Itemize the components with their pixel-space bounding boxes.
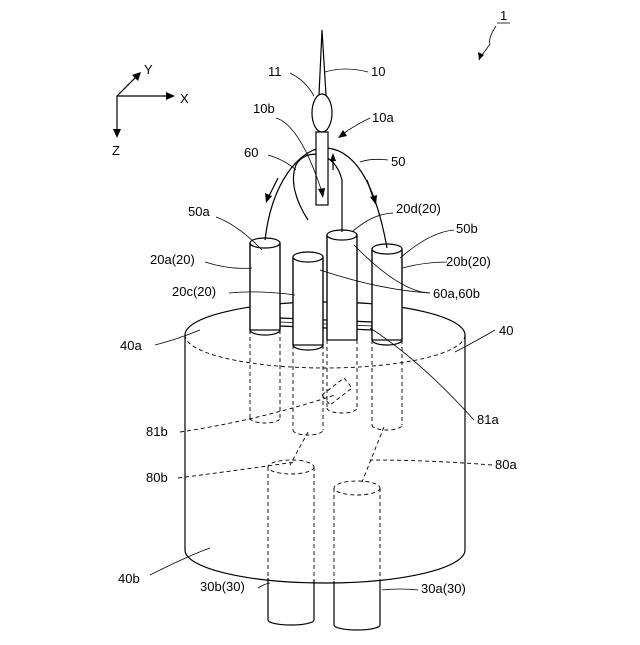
droplet-11 — [312, 94, 332, 132]
label-40a: 40a — [120, 338, 142, 353]
leader-40 — [455, 330, 495, 352]
y-axis-label: Y — [144, 62, 153, 77]
label-11: 11 — [268, 64, 282, 79]
upflow-arrow-head — [330, 153, 336, 161]
label-50: 50 — [391, 154, 405, 169]
leader-40a — [155, 330, 200, 345]
label-30a: 30a(30) — [421, 581, 466, 596]
leader-40b — [150, 548, 210, 575]
hidden-internal-parts — [250, 330, 402, 580]
leader-81b — [180, 395, 335, 432]
label-81a: 81a — [477, 412, 499, 427]
base-cylinder-40 — [185, 302, 465, 583]
pipe-20c-fill — [293, 257, 323, 345]
figure-number: 1 — [500, 8, 507, 23]
leader-10 — [325, 69, 368, 72]
label-80b: 80b — [146, 470, 168, 485]
pipe-20d-fill — [327, 235, 357, 340]
y-axis-line — [117, 76, 137, 96]
pipe-30b-hidden-top — [268, 460, 314, 474]
label-10a: 10a — [372, 110, 394, 125]
leader-20d — [352, 213, 393, 232]
base-top-rim — [185, 302, 465, 335]
pipe-30a-hidden-top — [334, 481, 380, 495]
pipe-20d — [327, 230, 357, 340]
leader-10a — [343, 118, 370, 134]
pipe-20c-bottom — [293, 345, 323, 350]
leader-80b — [178, 462, 295, 478]
label-20c: 20c(20) — [172, 284, 216, 299]
label-80a: 80a — [495, 457, 517, 472]
label-30b: 30b(30) — [200, 579, 245, 594]
label-40b: 40b — [118, 571, 140, 586]
pipe-20c-top — [293, 252, 323, 262]
x-axis-arrowhead — [166, 92, 175, 100]
pipe-20b-hidden-bottom — [372, 425, 402, 430]
leader-50 — [360, 159, 388, 162]
leader-81a — [370, 328, 474, 420]
x-axis-label: X — [180, 91, 189, 106]
passage-80a — [362, 427, 384, 482]
label-60: 60 — [244, 145, 258, 160]
z-axis-arrowhead — [113, 129, 121, 138]
label-81b: 81b — [146, 424, 168, 439]
label-40: 40 — [499, 323, 513, 338]
label-50b: 50b — [456, 221, 478, 236]
leader-80a — [370, 460, 492, 465]
label-20a: 20a(20) — [150, 252, 195, 267]
pipe-20a-hidden-bottom — [250, 418, 280, 423]
label-10: 10 — [371, 64, 385, 79]
needle-10 — [312, 30, 336, 205]
inclined-passage — [322, 378, 352, 405]
label-60a-60b: 60a,60b — [433, 286, 480, 301]
leader-20a — [205, 262, 252, 268]
pipe-20a — [250, 238, 280, 335]
pipe-20b-bottom — [372, 340, 402, 345]
pipe-20a-bottom — [250, 330, 280, 335]
leader-30a — [382, 589, 418, 590]
leader-20b — [402, 262, 447, 268]
pipe-20b — [372, 244, 402, 345]
flow-arrow-right-head — [370, 195, 377, 205]
needle-tip — [319, 30, 326, 95]
label-10b: 10b — [253, 101, 275, 116]
label-50a: 50a — [188, 204, 210, 219]
pipe-20d-hidden-bottom — [327, 408, 357, 413]
axes-indicator: X Y Z — [112, 62, 189, 158]
pipe-20c — [293, 252, 323, 350]
z-axis-label: Z — [112, 143, 120, 158]
leader-11 — [290, 73, 314, 96]
pipe-30b-bottom — [268, 620, 314, 625]
leader-10a-head — [338, 130, 347, 138]
label-20b: 20b(20) — [446, 254, 491, 269]
pipe-30a — [334, 581, 380, 630]
base-top-hidden-rim — [185, 335, 465, 368]
pipe-20a-fill — [250, 243, 280, 330]
label-20d: 20d(20) — [396, 201, 441, 216]
pipe-20b-fill — [372, 249, 402, 340]
pipe-30a-bottom — [334, 625, 380, 630]
pipe-30b — [268, 578, 314, 625]
flow-arrow-left-head — [265, 193, 272, 203]
